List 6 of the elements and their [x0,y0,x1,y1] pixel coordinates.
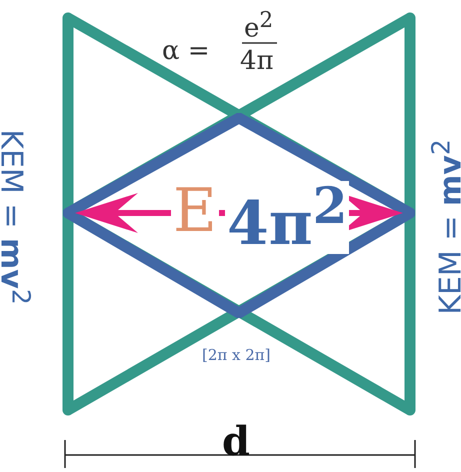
formula-text: 4π [240,48,274,74]
dimension-label: d [222,422,250,462]
formula-text: α = [162,38,210,64]
caption-text: [2π x 2π] [202,348,271,363]
formula-text: e$^{2}$ [244,10,274,42]
symbol-text: 4π$^{2}$ [225,181,350,254]
